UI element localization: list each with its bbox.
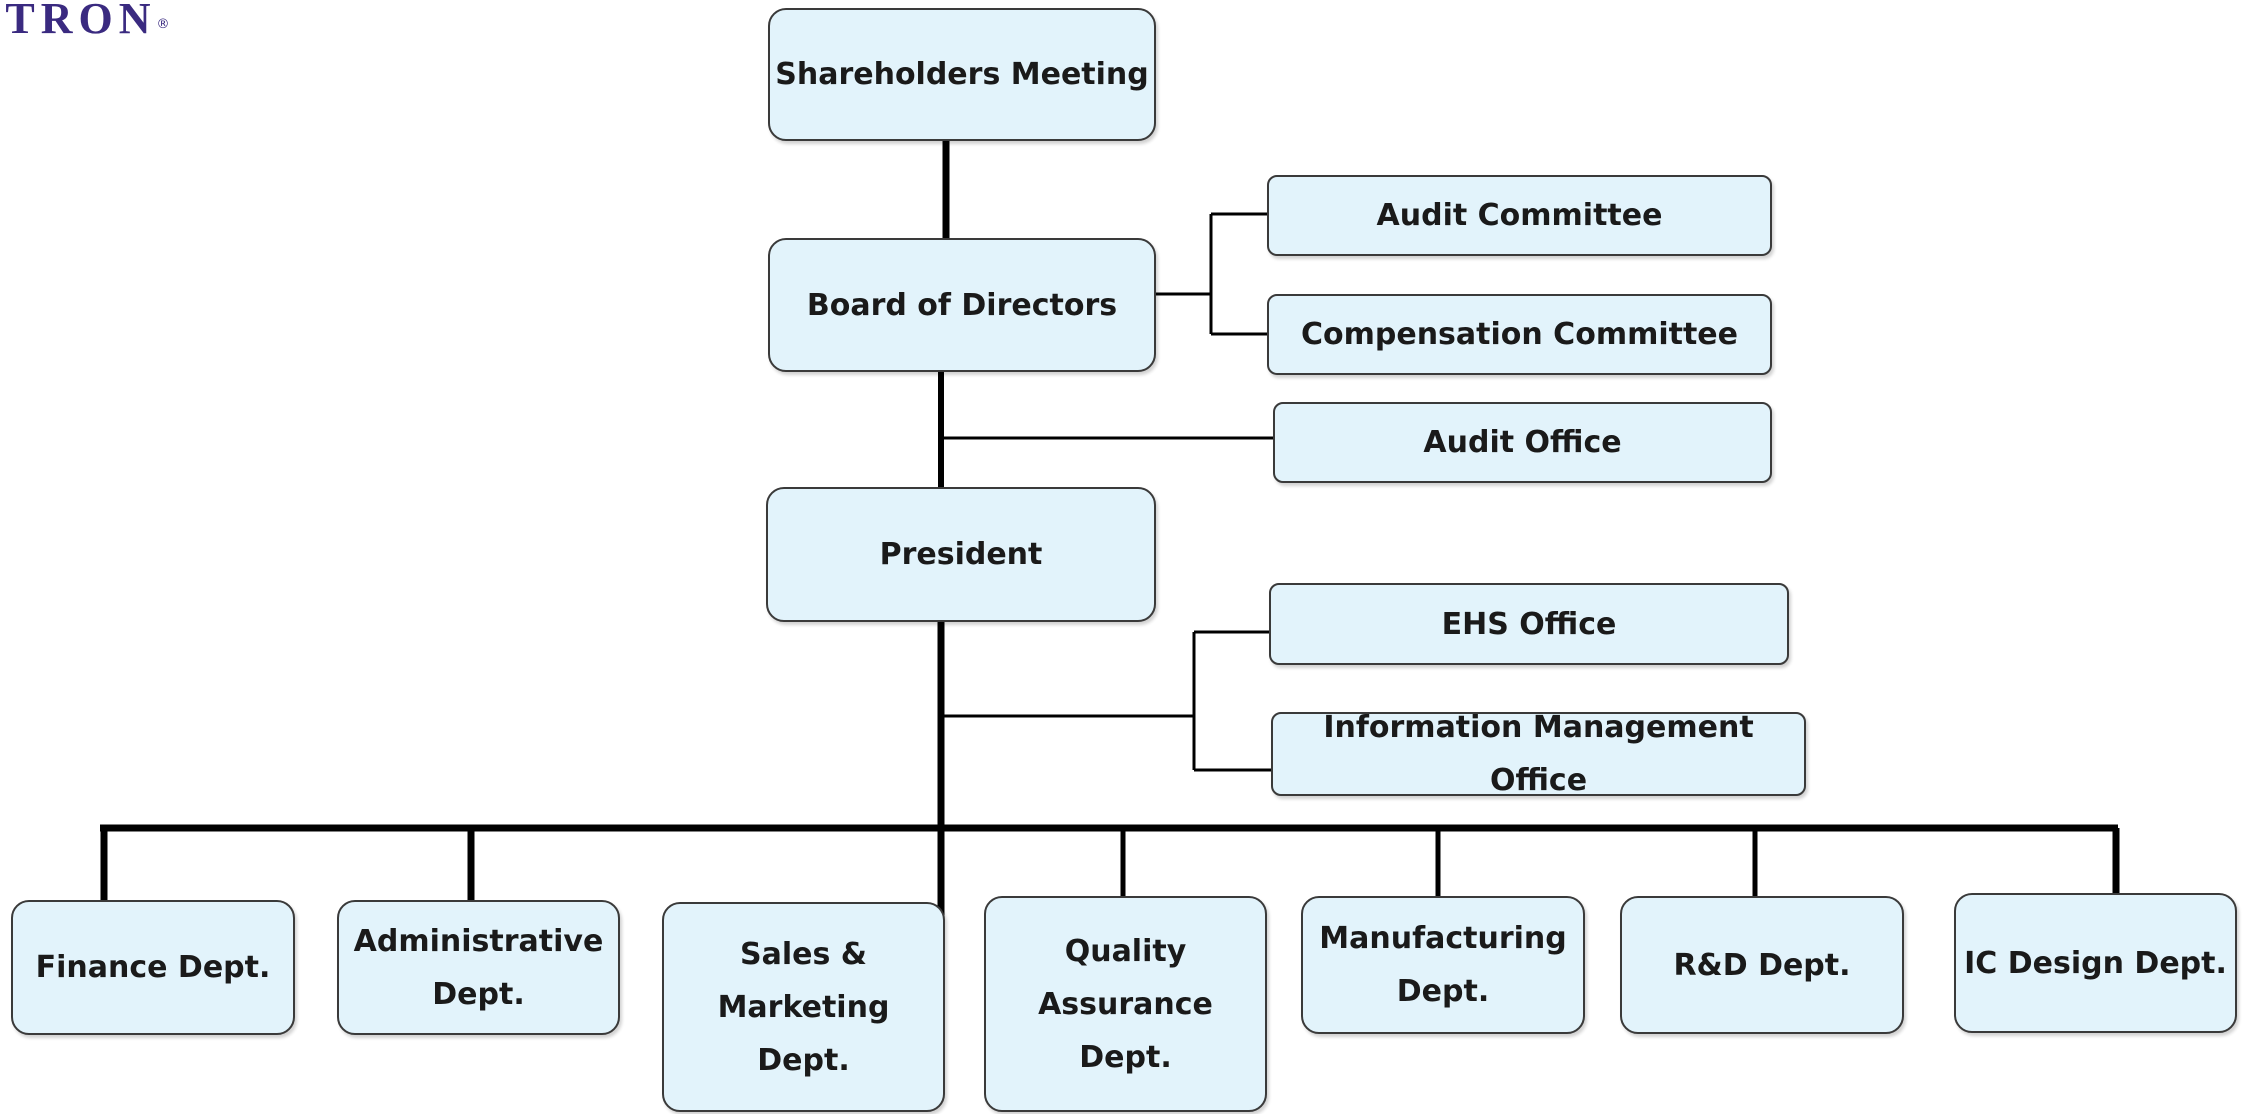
node-board-of-directors: Board of Directors <box>768 238 1156 372</box>
node-rnd-dept: R&D Dept. <box>1620 896 1904 1034</box>
node-ehs-office: EHS Office <box>1269 583 1789 665</box>
node-sales-marketing-dept: Sales & Marketing Dept. <box>662 902 945 1112</box>
node-quality-assurance-dept: Quality Assurance Dept. <box>984 896 1267 1112</box>
connector-president-offices <box>941 630 1272 772</box>
node-shareholders-meeting: Shareholders Meeting <box>768 8 1156 141</box>
node-ic-design-dept: IC Design Dept. <box>1954 893 2237 1033</box>
node-president: President <box>766 487 1156 622</box>
node-manufacturing-dept: Manufacturing Dept. <box>1301 896 1585 1034</box>
node-audit-office: Audit Office <box>1273 402 1772 483</box>
node-compensation-committee: Compensation Committee <box>1267 294 1772 375</box>
logo-wordmark: ETRON <box>0 0 157 42</box>
connector-board-committees <box>1155 212 1268 336</box>
node-administrative-dept: Administrative Dept. <box>337 900 620 1035</box>
company-logo: ETRON® <box>0 0 199 42</box>
node-finance-dept: Finance Dept. <box>11 900 295 1035</box>
node-audit-committee: Audit Committee <box>1267 175 1772 256</box>
registered-mark: ® <box>156 16 170 32</box>
node-information-management-office: Information Management Office <box>1271 710 1806 798</box>
